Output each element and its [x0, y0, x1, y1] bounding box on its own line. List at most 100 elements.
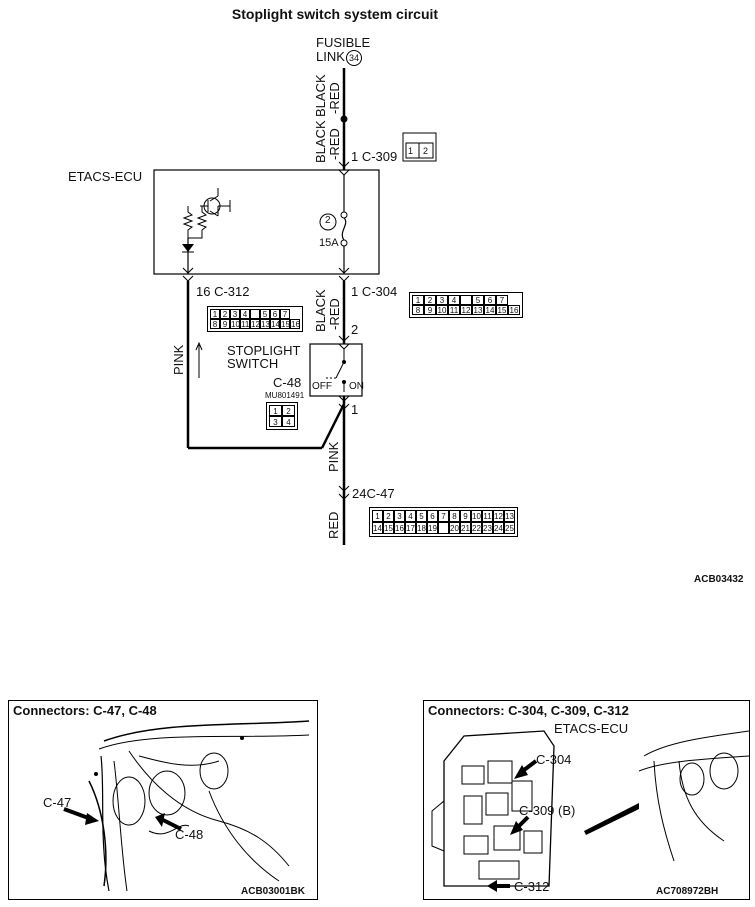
c47-pin: 9 — [460, 510, 471, 522]
panel-right-title: Connectors: C-304, C-309, C-312 — [428, 703, 629, 718]
c304-pin: 9 — [424, 305, 436, 315]
c304-pin: 6 — [484, 295, 496, 305]
wire-label-red: -RED — [327, 82, 342, 114]
c312-pin: 2 — [220, 309, 230, 319]
panel-left-c47-label: C-47 — [43, 795, 72, 810]
panel-c47-c48-title: Connectors: C-47, C-48 — [13, 703, 157, 718]
wire-label-black-3: BLACK — [313, 289, 328, 332]
c304-pin: 1 — [412, 295, 424, 305]
c47-pin: 8 — [449, 510, 460, 522]
c48-pin: 2 — [282, 405, 295, 416]
panel-right-c304-label: C-304 — [536, 752, 572, 767]
c312-pin: 1 — [210, 309, 220, 319]
c47-pin — [438, 522, 449, 534]
fusible-link-label-1: FUSIBLE — [316, 35, 371, 50]
c47-pin: 21 — [460, 522, 471, 534]
c47-pin: 1 — [372, 510, 383, 522]
diagram-code: ACB03432 — [694, 574, 744, 585]
c47-pin: 4 — [405, 510, 416, 522]
c312-pin: 12 — [250, 319, 260, 329]
c312-pin: 13 — [260, 319, 270, 329]
c48-pin: 4 — [282, 416, 295, 427]
c304-pin: 12 — [460, 305, 472, 315]
c47-pin: 10 — [471, 510, 482, 522]
panel-c47-c48: Connectors: C-47, C-48 C-47 C-48 ACB0300… — [8, 700, 318, 900]
pin-c309: 1 C-309 — [351, 149, 398, 164]
c47-pin: 13 — [504, 510, 515, 522]
c48-part-number: MU801491 — [265, 391, 305, 400]
c47-pin: 7 — [438, 510, 449, 522]
c47-pin: 24 — [493, 522, 504, 534]
fuse-number: 2 — [325, 215, 331, 226]
c312-pin: 14 — [270, 319, 280, 329]
pin-c312: 16 C-312 — [196, 284, 250, 299]
c47-pin: 25 — [504, 522, 515, 534]
panel-left-c48-label: C-48 — [175, 827, 204, 842]
panel-left-code: ACB03001BK — [241, 886, 305, 897]
pin-c47: 24C-47 — [352, 486, 395, 501]
wire-label-pink-bottom: PINK — [326, 441, 341, 472]
c47-pin: 22 — [471, 522, 482, 534]
c47-pin: 11 — [482, 510, 493, 522]
c312-pin: 3 — [230, 309, 240, 319]
c304-pin: 14 — [484, 305, 496, 315]
c304-pin: 5 — [472, 295, 484, 305]
c312-pin: 15 — [280, 319, 290, 329]
dashboard-illustration — [63, 720, 310, 892]
panel-right-ecu-label: ETACS-ECU — [554, 721, 629, 736]
wire-label-black: BLACK — [313, 74, 328, 117]
fuse-rating: 15A — [319, 237, 339, 249]
panel-right-code: AC708972BH — [656, 886, 719, 897]
c47-pin: 14 — [372, 522, 383, 534]
wire-label-black-2: BLACK — [313, 120, 328, 163]
c304-pin: 16 — [508, 305, 520, 315]
switch-on-label: ON — [349, 381, 364, 392]
c312-pin: 9 — [220, 319, 230, 329]
c47-pin: 15 — [383, 522, 394, 534]
pin-switch-top: 2 — [351, 322, 359, 337]
stoplight-switch-line2: SWITCH — [227, 356, 279, 371]
c312-pin: 4 — [240, 309, 250, 319]
c312-pin: 7 — [280, 309, 290, 319]
c47-pin: 20 — [449, 522, 460, 534]
c304-pin: 8 — [412, 305, 424, 315]
c48-pin: 1 — [269, 405, 282, 416]
c312-pin: 6 — [270, 309, 280, 319]
c312-pin — [250, 309, 260, 319]
c312-pin: 10 — [230, 319, 240, 329]
c304-pin: 3 — [436, 295, 448, 305]
wire-label-red-3: -RED — [327, 298, 342, 330]
diagram-title: Stoplight switch system circuit — [231, 6, 439, 22]
c48-label: C-48 — [273, 375, 302, 390]
etacs-ecu-label: ETACS-ECU — [68, 169, 143, 184]
c47-pin: 18 — [416, 522, 427, 534]
c304-pin — [460, 295, 472, 305]
c47-pin: 23 — [482, 522, 493, 534]
switch-off-label: OFF — [312, 381, 332, 392]
c309-pin-2: 2 — [423, 146, 429, 156]
pin-c304: 1 C-304 — [351, 284, 398, 299]
c304-pin: 7 — [496, 295, 508, 305]
c304-pin: 13 — [472, 305, 484, 315]
pin-switch-bottom: 1 — [351, 402, 359, 417]
panel-right-c312-label: C-312 — [514, 879, 550, 894]
panel-c304-c309-c312: Connectors: C-304, C-309, C-312 ETACS-EC… — [423, 700, 750, 900]
c47-pin: 16 — [394, 522, 405, 534]
stoplight-switch-line1: STOPLIGHT — [227, 343, 301, 358]
c304-pin: 2 — [424, 295, 436, 305]
fusible-link-label-2: LINK — [316, 49, 345, 64]
c309-pin-1: 1 — [408, 146, 414, 156]
wire-label-pink-left: PINK — [171, 344, 186, 375]
wire-label-red-bottom: RED — [326, 511, 341, 539]
c47-pin: 12 — [493, 510, 504, 522]
c47-pin: 6 — [427, 510, 438, 522]
c47-pin: 5 — [416, 510, 427, 522]
c304-pin: 11 — [448, 305, 460, 315]
c47-pin: 17 — [405, 522, 416, 534]
c47-pin: 3 — [394, 510, 405, 522]
c312-pin: 11 — [240, 319, 250, 329]
